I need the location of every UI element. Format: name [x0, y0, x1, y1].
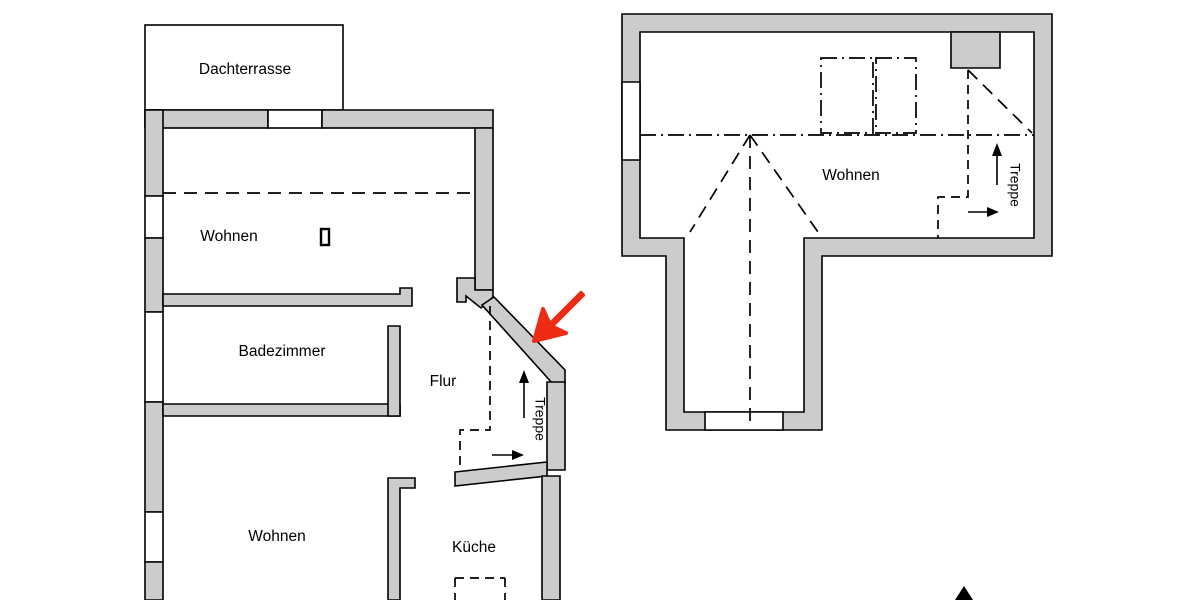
window-opening-right-plan-bottom [704, 411, 784, 431]
dormer-right-dashed [875, 57, 917, 134]
wall-left-seg-3 [144, 401, 164, 513]
wall-interior-bath-top [162, 287, 413, 307]
window-opening-right-plan-left [621, 81, 641, 161]
wall-flur-bottom [454, 461, 548, 487]
room-label-wohnen-right-plan: Wohnen [822, 167, 879, 184]
right-floor-plan: Wohnen Treppe [621, 13, 1053, 431]
room-label-badezimmer: Badezimmer [239, 343, 326, 360]
dachterrasse-outline [144, 24, 344, 111]
stair-arrow-up-right-plan [992, 143, 1002, 185]
stair-arrow-right-right-plan [968, 207, 999, 217]
wall-kueche-right [541, 475, 561, 600]
stair-arrow-up-left-plan [519, 370, 529, 418]
dormer-left-dashed [820, 57, 874, 134]
window-opening-left-2 [144, 311, 164, 403]
room-label-wohnen-top: Wohnen [200, 228, 257, 245]
stair-label-right-plan: Treppe [1007, 163, 1023, 207]
window-opening-left-1 [144, 195, 164, 239]
stair-arrow-right-left-plan [492, 450, 524, 460]
wall-right-upper [474, 127, 494, 291]
room-label-flur: Flur [430, 373, 457, 390]
window-opening-left-3 [144, 511, 164, 563]
room-label-dachterrasse: Dachterrasse [199, 61, 291, 78]
window-opening-top [267, 109, 323, 129]
wall-stair-right [546, 381, 566, 471]
kueche-fixture-dashed [454, 577, 506, 600]
red-callout-arrow [532, 291, 585, 343]
hip-roof-lines [689, 134, 819, 233]
wall-niche-top [950, 31, 1001, 69]
wall-interior-bath-bottom [162, 403, 401, 417]
stair-label-left-plan: Treppe [532, 397, 548, 441]
wall-interior-kueche-left [387, 477, 416, 600]
north-arrow-icon [955, 586, 973, 600]
stair-outline-dashed-right [937, 70, 969, 238]
pillar-marker [319, 227, 331, 247]
wall-left-seg-4 [144, 561, 164, 600]
wall-left-seg-2 [144, 237, 164, 313]
wall-top-right-segment [321, 109, 494, 129]
wall-diagonal-exterior [480, 295, 566, 385]
left-floor-plan: Dachterrasse Wohnen Badezimmer Flur Wohn… [144, 24, 585, 600]
right-plan-outer-wall [621, 13, 1053, 431]
room-label-wohnen-bottom: Wohnen [248, 528, 305, 545]
stair-outline-dashed [459, 306, 491, 470]
wall-stub-bath-right [387, 325, 401, 417]
hip-roof-line-stair [967, 69, 1033, 134]
room-label-kueche: Küche [452, 539, 496, 556]
wall-left-seg-1 [144, 109, 164, 197]
